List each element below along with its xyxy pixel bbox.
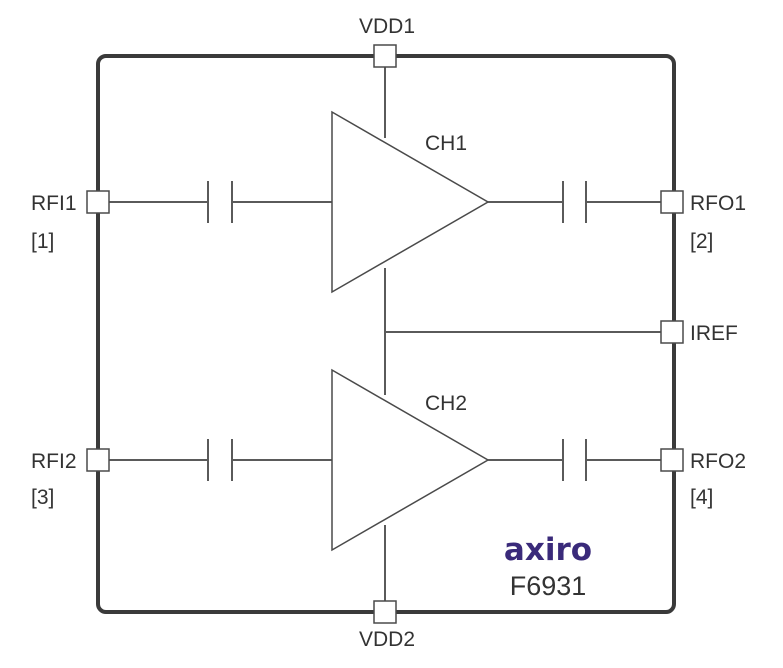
part-number: F6931 — [510, 571, 587, 601]
rfi2-pin-number: [3] — [31, 486, 54, 509]
ch1-amplifier — [331, 110, 490, 294]
rfo1-pin-number: [2] — [690, 230, 713, 253]
rfo2-label: RFO2 — [690, 450, 746, 473]
axiro-logo: axiro — [504, 532, 592, 568]
rfo2-pin — [660, 448, 684, 472]
ch2-amplifier — [331, 368, 490, 552]
rfi2-label: RFI2 — [31, 450, 77, 473]
vdd1-pin — [373, 44, 397, 68]
rfi2-pin — [86, 448, 110, 472]
rfo2-pin-number: [4] — [690, 486, 713, 509]
iref-pin — [660, 320, 684, 344]
rfi1-pin — [86, 190, 110, 214]
rfi1-pin-number: [1] — [31, 230, 54, 253]
iref-label: IREF — [690, 322, 738, 345]
rfo1-label: RFO1 — [690, 192, 746, 215]
rfi1-label: RFI1 — [31, 192, 77, 215]
rfo1-pin — [660, 190, 684, 214]
vdd2-label: VDD2 — [359, 628, 415, 651]
vdd2-pin — [373, 600, 397, 624]
ch2-label: CH2 — [425, 392, 467, 415]
vdd1-label: VDD1 — [359, 15, 415, 38]
ch1-label: CH1 — [425, 132, 467, 155]
